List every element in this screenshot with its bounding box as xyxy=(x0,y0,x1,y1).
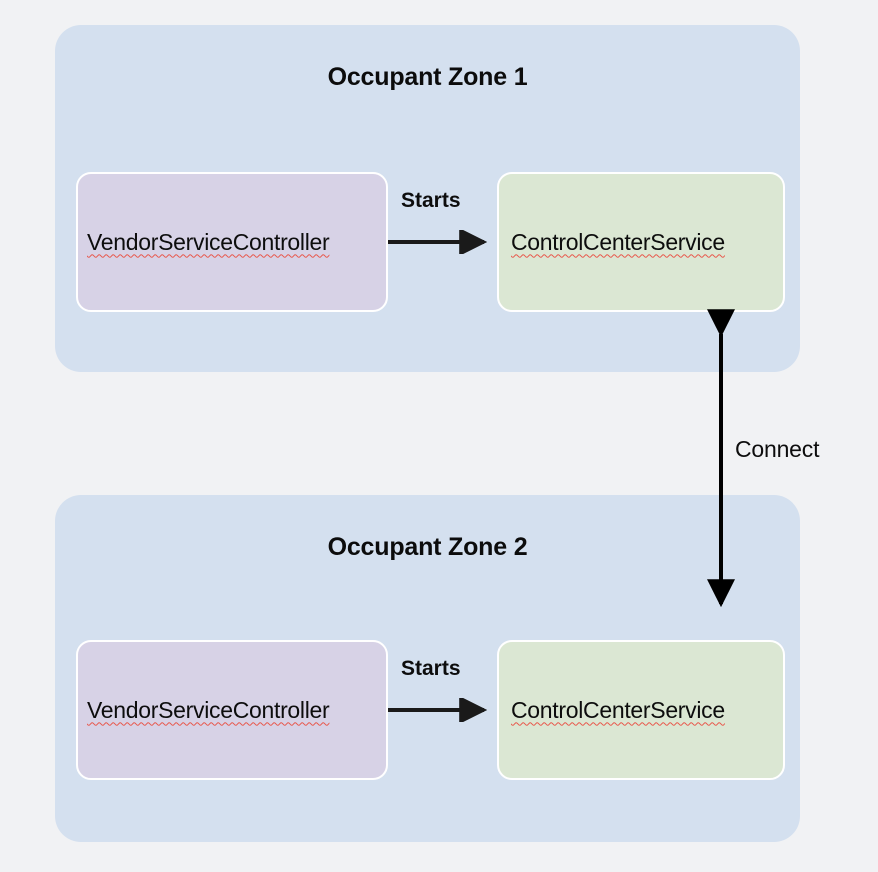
node-vendor-service-controller-zone-1[interactable]: VendorServiceController xyxy=(76,172,388,312)
zone-2-title: Occupant Zone 2 xyxy=(327,533,528,561)
node-label: ControlCenterService xyxy=(511,228,725,255)
node-control-center-service-zone-2[interactable]: ControlCenterService xyxy=(497,640,785,780)
node-vendor-service-controller-zone-2[interactable]: VendorServiceController xyxy=(76,640,388,780)
edge-connect-cross-zone: Connect xyxy=(697,308,819,630)
zone-1-title: Occupant Zone 1 xyxy=(327,63,528,91)
node-label: ControlCenterService xyxy=(511,696,725,723)
node-label: VendorServiceController xyxy=(87,228,330,255)
node-control-center-service-zone-1[interactable]: ControlCenterService xyxy=(497,172,785,312)
node-label: VendorServiceController xyxy=(87,696,330,723)
edge-label-starts: Starts xyxy=(401,189,461,212)
arrow-up-down-icon xyxy=(707,309,735,608)
arrow-right-icon xyxy=(388,698,488,722)
arrow-right-icon xyxy=(388,230,488,254)
edge-label-starts: Starts xyxy=(401,657,461,680)
edge-label-connect: Connect xyxy=(735,436,820,462)
